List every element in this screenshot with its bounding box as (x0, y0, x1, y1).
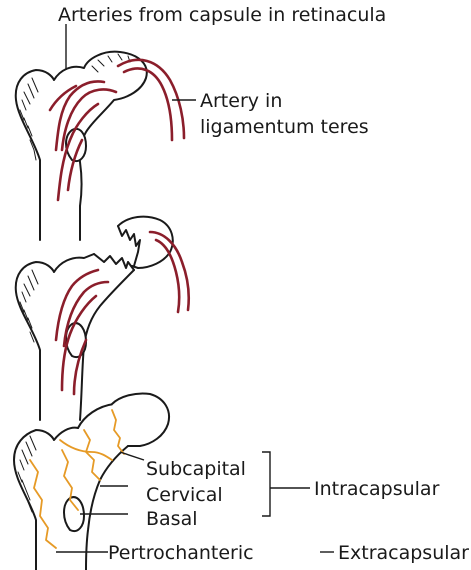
teres-artery-label-line1: Artery in (200, 90, 282, 112)
femur-middle (16, 217, 189, 420)
intracapsular-label: Intracapsular (314, 478, 439, 500)
cervical-label: Cervical (146, 484, 223, 506)
pertrochanteric-label: Pertrochanteric (108, 542, 254, 564)
femur-top (16, 52, 184, 240)
capsule-arteries-label: Arteries from capsule in retinacula (58, 4, 386, 26)
subcapital-label: Subcapital (146, 458, 246, 480)
extracapsular-label: Extracapsular (338, 542, 469, 564)
basal-label: Basal (146, 508, 198, 530)
teres-artery-label-line2: ligamentum teres (200, 116, 369, 138)
